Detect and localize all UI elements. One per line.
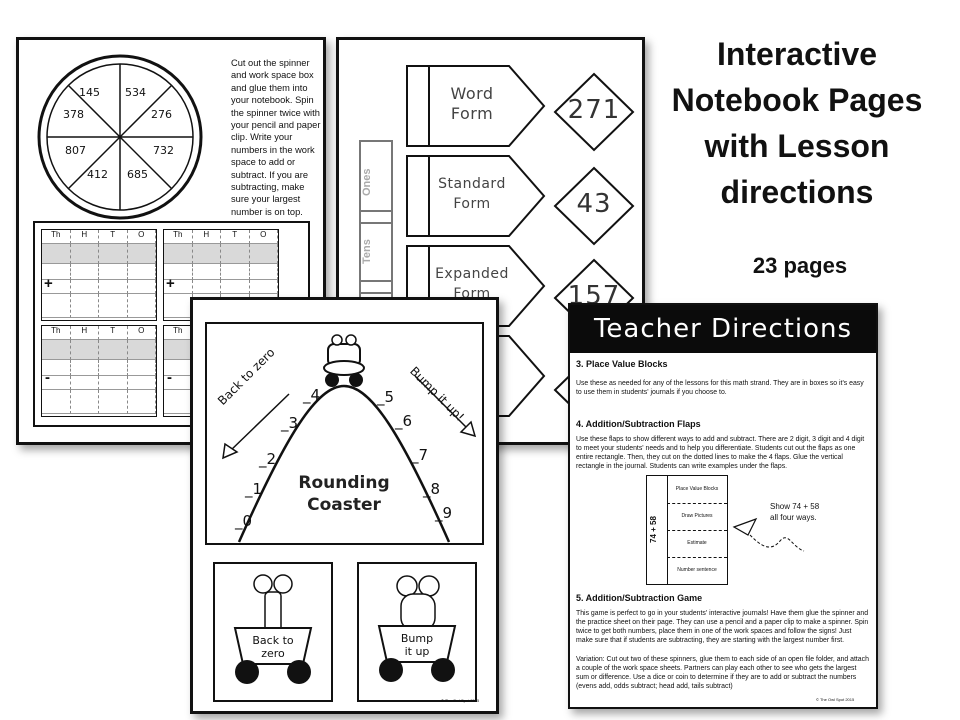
cart-drawing [233, 574, 313, 684]
flap-item: Place Value Blocks [667, 476, 727, 504]
coaster-number: _9 [435, 504, 453, 522]
cart-drawing [377, 575, 457, 682]
coaster-number: _6 [395, 412, 413, 430]
section-body: Use these flaps to show different ways t… [576, 436, 865, 470]
spinner-number: 732 [153, 144, 174, 157]
coaster-number: _8 [423, 480, 441, 498]
plus-sign: + [44, 275, 53, 292]
section-title: 5. Addition/Subtraction Game [576, 593, 703, 603]
spinner-spoke [67, 84, 121, 138]
spinner-instructions: Cut out the spinner and work space box a… [231, 58, 321, 217]
minus-sign: - [167, 369, 172, 386]
coaster-number: _7 [411, 446, 429, 464]
section-title: 3. Place Value Blocks [576, 359, 668, 369]
coaster-number: _3 [281, 414, 299, 432]
coaster-box: Back to zero Bump it up! _0 _1 _2 _3 _4 … [205, 322, 484, 545]
minus-sign: - [45, 369, 50, 386]
copyright: © The Owl Spot 2015 [816, 697, 855, 702]
diamond-number: 271 [567, 95, 621, 125]
diamond-number: 43 [576, 189, 612, 219]
promo-title: Interactive Notebook Pages with Lesson d… [671, 36, 923, 210]
spinner-number: 276 [151, 108, 172, 121]
spinner-number: 807 [65, 144, 86, 157]
coaster-number: _0 [235, 512, 253, 530]
teacher-directions-header: Teacher Directions [570, 305, 876, 353]
flap-item: Draw Pictures [667, 503, 727, 531]
spinner-number: 378 [63, 108, 84, 121]
paper-airplane-icon [732, 517, 805, 552]
spinner-spoke [67, 136, 121, 190]
rounding-coaster-page: Back to zero Bump it up! _0 _1 _2 _3 _4 … [190, 297, 499, 714]
spinner-number: 145 [79, 86, 100, 99]
spinner-worksheet-page: 145 534 276 732 685 412 807 378 Cut out … [16, 37, 326, 445]
spinner-number: 685 [127, 168, 148, 181]
spinner-spoke [119, 84, 173, 138]
section-body: Use these as needed for any of the lesso… [576, 380, 864, 396]
flap-item: Number sentence [677, 567, 717, 573]
spinner-number: 412 [87, 168, 108, 181]
spinner-number: 534 [125, 86, 146, 99]
spinner-spoke [119, 136, 173, 190]
teacher-directions-page: Teacher Directions 3. Place Value Blocks… [568, 303, 878, 709]
flap-diagram: 74 + 58 Place Value Blocks Draw Pictures… [646, 475, 728, 585]
section-body: This game is perfect to go in your stude… [576, 610, 869, 644]
coaster-drawing [222, 334, 477, 543]
plus-sign: + [166, 275, 175, 292]
flap-item: Estimate [667, 530, 727, 558]
copyright: © The Owl Spot 2015 [441, 698, 480, 703]
coaster-number: _1 [245, 480, 263, 498]
section-title: 4. Addition/Subtraction Flaps [576, 419, 701, 429]
page-count: 23 pages [752, 253, 848, 278]
coaster-number: _5 [377, 388, 395, 406]
coaster-number: _2 [259, 450, 277, 468]
section-body: Variation: Cut out two of these spinners… [576, 656, 869, 690]
coaster-number: _4 [303, 386, 321, 404]
spinner-wheel [37, 54, 203, 220]
